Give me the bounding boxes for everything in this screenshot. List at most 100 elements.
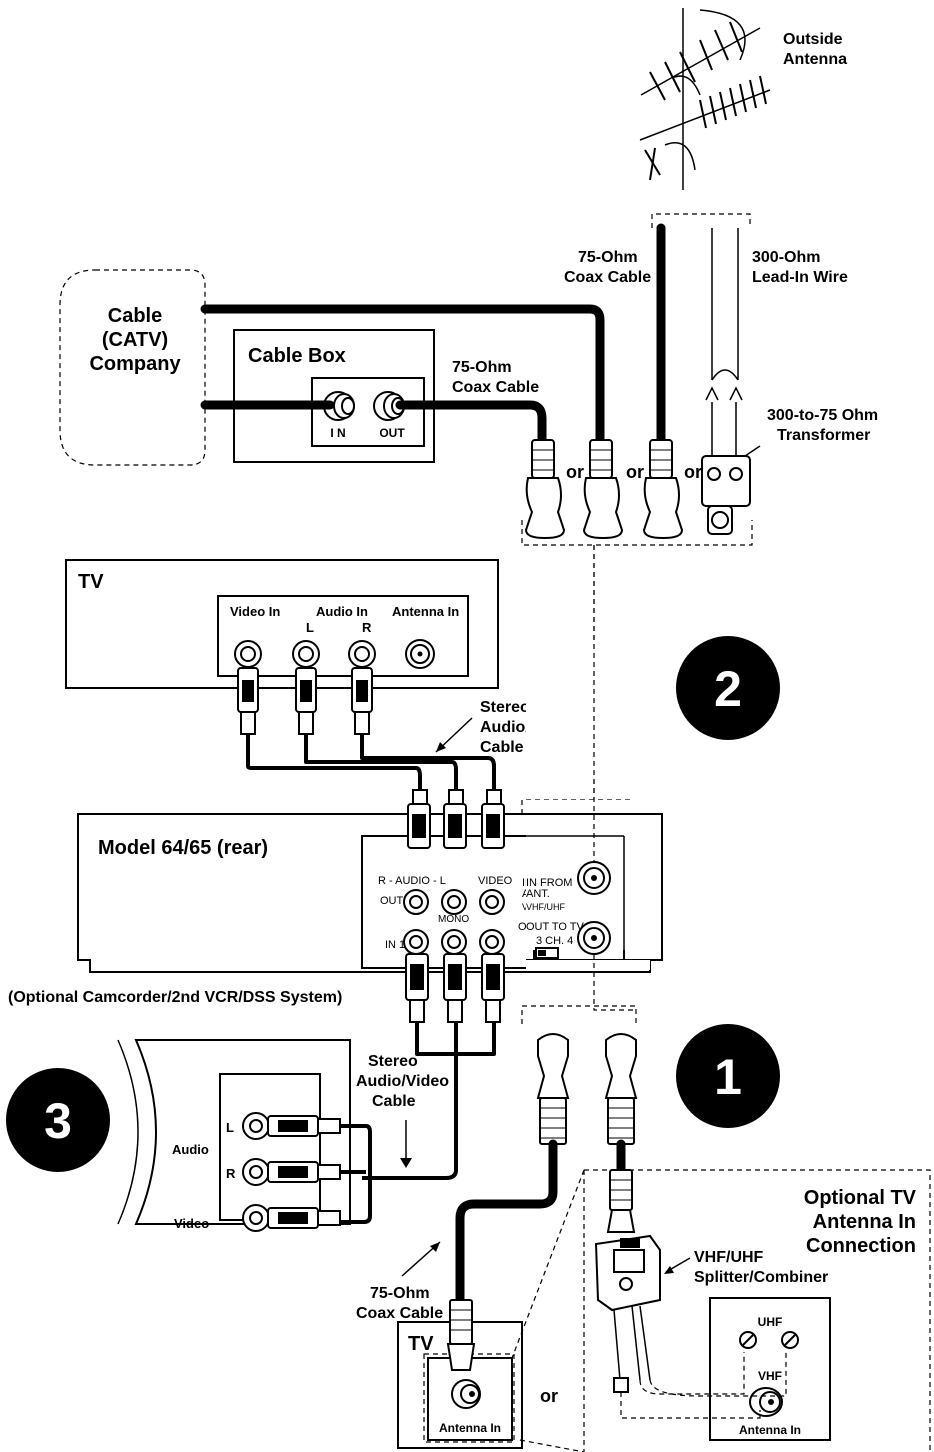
bottom-tv-panel	[427, 1357, 513, 1441]
optional-source-audio: Audio	[172, 1142, 209, 1157]
vhf-dashed-link	[620, 1392, 761, 1419]
vhf-label: VHF	[758, 1369, 782, 1383]
optional-source-l: L	[226, 1120, 234, 1135]
uhf-label: UHF	[758, 1315, 783, 1329]
video-in-label: Video In	[230, 604, 280, 619]
cable-box-in-label: I N	[330, 426, 345, 440]
top-tv-title: TV	[78, 571, 104, 593]
or-label: or	[626, 462, 644, 482]
coax-cable-label: 75-Ohm	[578, 249, 638, 266]
outside-antenna-label: Outside	[783, 31, 843, 48]
top-tv-rca-jack	[234, 640, 262, 668]
cable-box-out-label: OUT	[379, 426, 405, 440]
vcr-ant-in-jack	[577, 861, 611, 895]
vcr-out-jack	[441, 889, 467, 915]
channel-switch[interactable]	[535, 947, 559, 959]
optional-tv-pointer	[519, 1439, 585, 1452]
uhf-dashed-link	[649, 1352, 787, 1397]
splitter-combiner-icon	[594, 1169, 661, 1393]
av-wire	[340, 1124, 372, 1224]
rca-plug-icon	[237, 667, 259, 735]
vcr-mono-label: MONO	[438, 914, 469, 925]
vcr-video-label: VIDEO	[478, 875, 513, 887]
optional-tv-antenna-in: Antenna In	[739, 1423, 801, 1437]
optional-tv-title: Optional TV	[804, 1187, 917, 1209]
optional-tv-title: Antenna In	[813, 1211, 916, 1233]
or-label: or	[684, 462, 702, 482]
transformer-arrow	[744, 445, 761, 457]
coax-plug-icon	[604, 1033, 638, 1145]
top-tv-antenna-jack	[405, 639, 435, 669]
catv-label: Cable	[108, 305, 162, 327]
vcr-in-jack	[441, 929, 467, 955]
step-3-badge	[6, 1068, 110, 1172]
catv-label: (CATV)	[102, 329, 168, 351]
or-label: or	[540, 1386, 558, 1406]
rca-plug-icon	[267, 1207, 341, 1229]
vcr-in-from-ant: ANT.	[526, 888, 550, 900]
outside-antenna-label: Antenna	[783, 51, 847, 68]
vhf-jack-icon	[749, 1387, 783, 1417]
coax-plug-icon	[446, 1299, 476, 1371]
lead-in-wire	[705, 228, 743, 462]
vcr-out-to-tv: OUT TO TV	[526, 921, 585, 933]
audio-in-label: Audio In	[316, 604, 368, 619]
vcr-out-jack	[403, 889, 429, 915]
optional-source-jack	[242, 1204, 270, 1232]
av-cable-label: Stereo	[480, 699, 530, 716]
coax-cable-label: Coax Cable	[564, 269, 651, 286]
f-connector-icon	[642, 439, 684, 540]
splitter-label: VHF/UHF	[694, 1249, 764, 1266]
outside-antenna-icon	[639, 8, 771, 190]
bottom-tv-antenna-jack	[451, 1379, 481, 1409]
arrowhead-icon	[664, 1266, 674, 1274]
box-out-cable	[395, 400, 547, 455]
coax-to-tv	[455, 1139, 558, 1385]
connector-bracket	[521, 520, 753, 546]
step-2-number: 2	[714, 661, 742, 717]
arrowhead-icon	[436, 742, 446, 752]
box-coax-label: 75-Ohm	[452, 359, 512, 376]
rca-plug-icon	[481, 953, 505, 1023]
box-coax-label: Coax Cable	[452, 379, 539, 396]
optional-source-jack	[242, 1158, 270, 1186]
optional-tv-outline	[584, 1169, 931, 1452]
vcr-out-dashed	[593, 954, 636, 1011]
f-connector-icon	[582, 439, 624, 540]
top-tv-rca-jack	[292, 640, 320, 668]
cable-box-title: Cable Box	[248, 345, 346, 367]
optional-source-title: (Optional Camcorder/2nd VCR/DSS System)	[8, 989, 342, 1006]
step-1-badge	[676, 1024, 780, 1128]
optional-source-video: Video	[174, 1216, 209, 1231]
channel-switch-knob	[538, 950, 546, 956]
vcr-vhf-uhf: VHF/UHF	[526, 902, 565, 912]
av-wire	[362, 1022, 458, 1180]
bottom-tv-title: TV	[408, 1333, 434, 1355]
bottom-av-label: Stereo	[368, 1053, 418, 1070]
rca-plug-icon	[351, 667, 373, 735]
av-wire	[360, 734, 496, 790]
vcr-in-from-ant: IN FROM	[526, 877, 572, 889]
vcr-in1-label: IN 1	[385, 939, 405, 951]
catv-label: Company	[89, 353, 181, 375]
cable-box-in-jack	[323, 391, 355, 421]
av-wire	[304, 734, 458, 790]
rca-plug-icon	[443, 789, 467, 849]
catv-direct-cable	[200, 304, 605, 455]
arrowhead-icon	[400, 1158, 412, 1168]
antenna-bracket	[651, 213, 751, 228]
mask	[526, 640, 646, 780]
rca-plug-icon	[267, 1161, 341, 1183]
av-cable-label: Cable	[480, 739, 524, 756]
top-tv-rca-jack	[348, 640, 376, 668]
vcr-in-jack	[479, 929, 505, 955]
step-1-number: 1	[714, 1049, 742, 1105]
audio-r-label: R	[362, 620, 372, 635]
antenna-in-label: Antenna In	[392, 604, 459, 619]
vcr-out-label: OUT	[380, 895, 404, 907]
rca-plug-icon	[405, 953, 429, 1023]
rca-plug-icon	[443, 953, 467, 1023]
f-connector-icon	[524, 439, 566, 540]
catv-company-outline	[59, 269, 206, 466]
